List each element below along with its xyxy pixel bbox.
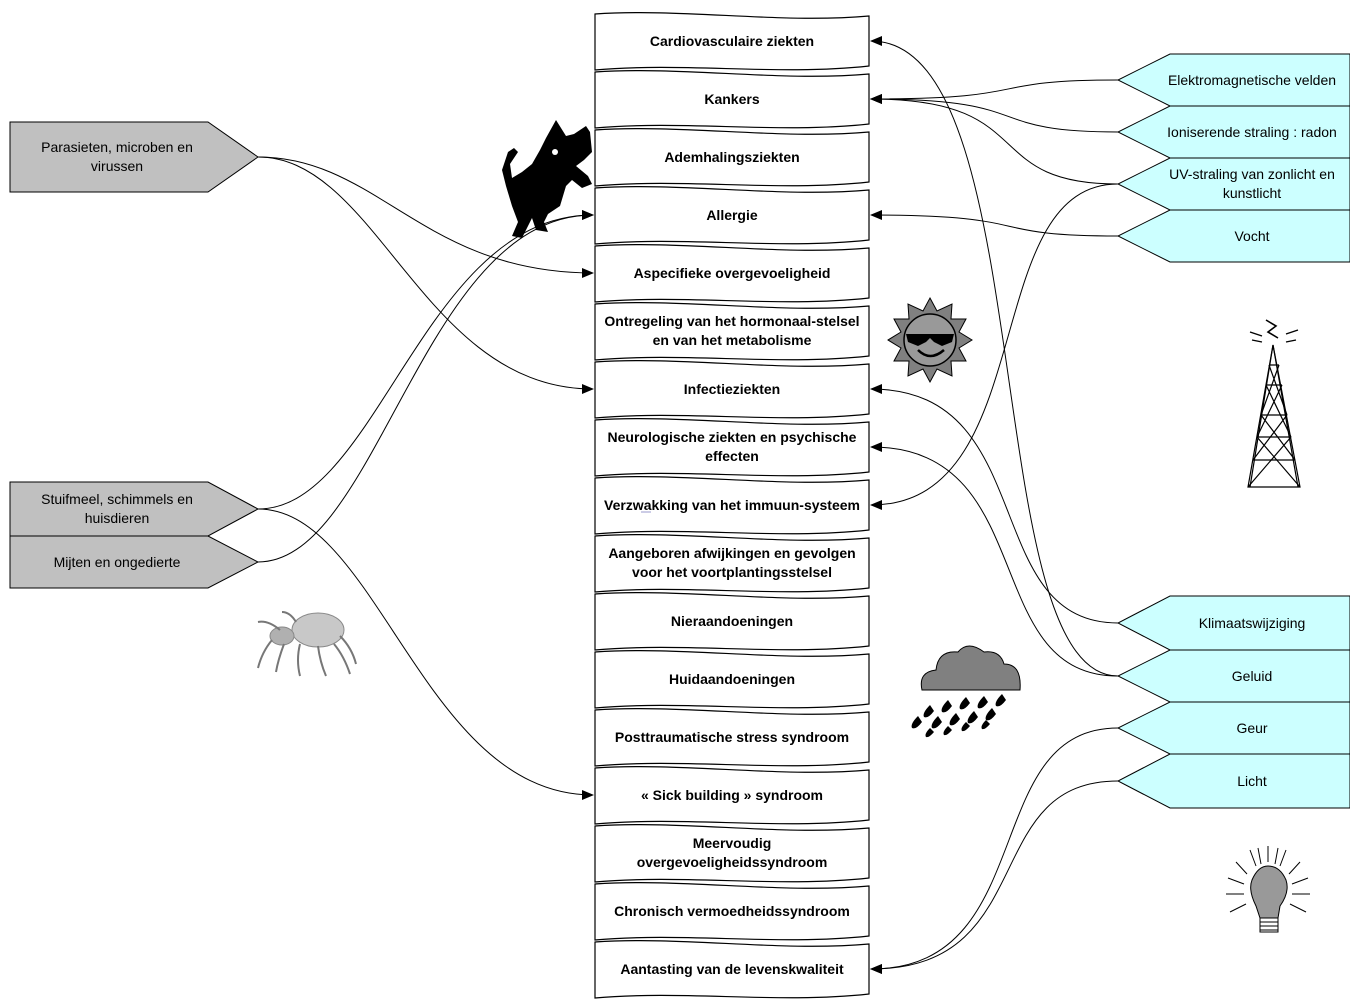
disease-column [594,12,870,999]
connector-arrow [870,94,1119,185]
connector-arrow [870,36,1119,677]
connector-arrow [870,79,1119,104]
factor-shapes [9,53,1350,809]
physical-factor-shape [1116,209,1350,263]
biological-factor-shape [9,535,260,589]
disease-box [594,882,870,941]
biological-factor-shape [9,121,259,193]
connector-arrow [257,210,594,510]
connector-arrow [257,210,594,563]
physical-factor-label: Geluid [1231,667,1273,684]
biological-factor-shape [9,481,260,537]
physical-factor-label: Elektromagnetische velden [1167,71,1337,88]
disease-box [594,534,870,593]
connector-arrow [257,156,594,278]
physical-factor-label: UV-straling van zonlicht en kunstlicht [1169,166,1335,201]
connector-arrow [870,442,1119,677]
physical-factor-label: Licht [1237,772,1267,789]
disease-box [594,70,870,129]
physical-factor-shape [1116,649,1350,703]
disease-label: « Sick building » syndroom [640,786,824,803]
connector-arrow [870,384,1119,624]
disease-label: Allergie [706,206,758,223]
dust-mite-icon [257,611,357,677]
disease-label: Huidaandoeningen [669,670,795,687]
disease-label: Aantasting van de levenskwaliteit [620,960,844,977]
physical-factor-shape [1116,595,1350,651]
connector-arrow [870,183,1119,510]
physical-factor-shape [1116,701,1350,755]
connector-arrow [870,780,1119,974]
disease-label: Nieraandoeningen [670,612,794,629]
connector-arrow [257,156,594,394]
biological-factor-label: Stuifmeel, schimmels en huisdieren [41,491,193,526]
disease-label: Meervoudig overgevoeligheidssyndroom [636,835,828,870]
physical-factor-label: Vocht [1234,227,1270,244]
disease-box [594,708,870,767]
disease-box [594,418,870,477]
physical-factor-label: Ioniserende straling : radon [1167,123,1337,140]
biological-factor-label: Mijten en ongedierte [53,553,181,570]
physical-factor-label: Klimaatswijziging [1198,614,1306,631]
antenna-icon [1247,319,1301,488]
connector-arrow [257,508,594,800]
disease-box [594,650,870,709]
disease-label: Aspecifieke overgevoeligheid [633,264,831,281]
disease-box [594,476,870,535]
physical-factor-shape [1116,157,1350,211]
light-bulb-icon [1226,846,1310,933]
disease-label: Ademhalingsziekten [664,148,800,165]
physical-factor-shape [1116,105,1350,159]
biological-factor-label: Parasieten, microben en virussen [41,139,193,174]
disease-label: Cardiovasculaire ziekten [649,32,815,49]
connector-arrow [870,210,1119,237]
disease-label: Posttraumatische stress syndroom [614,728,850,745]
disease-label: Ontregeling van het hormonaal-stelsel en… [604,313,860,348]
cat-icon [502,120,592,238]
disease-label: Aangeboren afwijkingen en gevolgen voor … [608,545,856,580]
disease-box [594,766,870,825]
disease-label: Kankers [704,90,760,107]
disease-box [594,940,870,999]
physical-factor-label: Geur [1236,719,1268,736]
disease-box [594,592,870,651]
disease-box [594,128,870,187]
disease-label: Infectieziekten [683,380,781,397]
rain-cloud-icon [911,645,1021,738]
connector-arrow [870,94,1119,133]
disease-box [594,186,870,245]
disease-label: Chronisch vermoedheidssyndroom [614,902,850,919]
sun-icon [887,296,973,384]
disease-box [594,302,870,361]
connector-arrow [870,727,1119,974]
disease-box [594,12,870,71]
disease-label: Neurologische ziekten en psychische effe… [607,429,857,464]
disease-box [594,360,870,419]
physical-factor-shape [1116,53,1350,107]
disease-label: Verzwakking van het immuun-systeem [604,496,860,513]
disease-box [594,244,870,303]
disease-box [594,824,870,883]
connector-lines [257,36,1119,974]
physical-factor-shape [1116,753,1350,809]
